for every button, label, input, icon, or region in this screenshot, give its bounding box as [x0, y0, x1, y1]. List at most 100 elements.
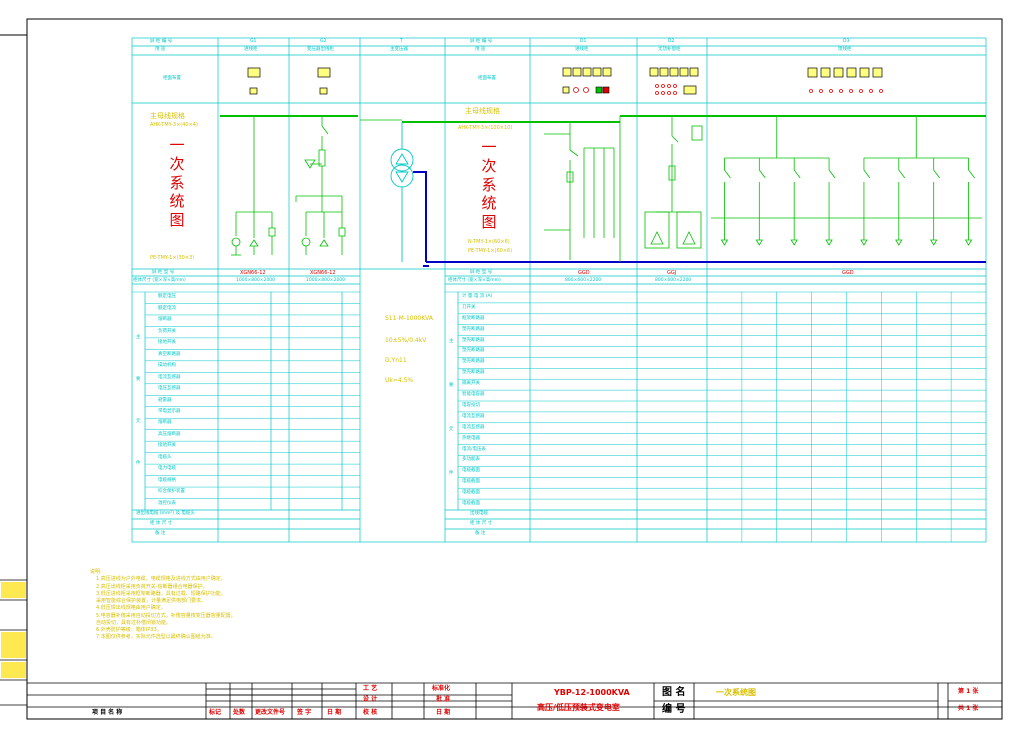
notes-title: 说明:: [90, 569, 102, 575]
hv-side-group: 要: [136, 377, 141, 382]
lv-busbar-spec: AHK-TMY-3×(100×10): [458, 125, 513, 131]
hv-row-label: 电缆头: [158, 454, 172, 460]
lv-row-label: 塑壳断路器: [462, 326, 485, 332]
hv-row-label: 电流互感器: [158, 374, 181, 380]
hdr-g1-usage: 进线柜: [244, 47, 258, 52]
note-item: 采用智能综合保护装置，计量满足供电部门要求。: [96, 598, 207, 604]
hv-row-label: 高压熔断器: [158, 431, 181, 437]
lv-row-label: 电缆截面: [462, 501, 480, 507]
lv-d1-size: 800×600×2200: [565, 278, 602, 283]
std-row-approve: 批 准: [436, 696, 451, 703]
hdr-col-t: T: [400, 39, 403, 44]
lv-big-char: 一: [481, 138, 497, 156]
hv-row-label: 负荷开关: [158, 328, 176, 334]
lv-row-label: 电缆截面: [462, 468, 480, 474]
project-name-label: 项 目 名 称: [92, 709, 123, 716]
hv-row-label: 温控仪表: [158, 500, 176, 506]
hv-row-label: 带电显示器: [158, 408, 181, 414]
hdr-col-d3: D3: [843, 39, 850, 44]
lv-row-label: 塑壳断路器: [462, 337, 485, 343]
hv-side-group: 元: [136, 419, 141, 424]
hdr-d3-usage: 馈线柜: [838, 47, 852, 52]
front-layout-label: 柜面布置: [163, 76, 181, 81]
lv-row-label: 电流互感器: [462, 413, 485, 419]
product-model: YBP-12-1000KVA: [554, 688, 630, 697]
hv-big-char: 系: [169, 173, 185, 192]
lv-n-spec: N-TMY-1×(60×6): [468, 239, 510, 245]
lv-busbar-label: 主母线规格: [465, 107, 500, 115]
drawing-no-label: 编 号: [662, 704, 686, 715]
hv-cable-label: 进出线电缆 (mm²) 及 电缆头: [136, 511, 195, 516]
lv-d2-model: GGJ: [667, 270, 677, 276]
lv-side-group: 元: [449, 427, 454, 432]
front-layout-label-r: 柜面布置: [478, 76, 496, 81]
hdr-g2-usage: 变压器出线柜: [307, 47, 334, 52]
lv-row-label: 电流互感器: [462, 424, 485, 430]
design-row-design: 设 计: [363, 696, 378, 703]
lv-big-char: 次: [481, 156, 497, 175]
left-side-strip: [0, 580, 27, 719]
hdr-usage-label-r: 用 途: [475, 47, 486, 52]
lv-big-title: 一 次 系 统 图: [479, 138, 499, 232]
design-row-check: 校 核: [363, 709, 378, 716]
lv-model-label: 屏 柜 型 号: [470, 270, 493, 275]
note-item: 3.低压进线柜采用框架断路器，具有过载、短路保护功能。: [96, 590, 226, 597]
hv-row-label: 熔断器: [158, 420, 172, 426]
lv-row-label: 框架断路器: [462, 315, 485, 321]
hv-row-label: 接地开关: [158, 340, 176, 346]
lv-big-char: 统: [481, 194, 497, 213]
note-item: 6.外壳防护等级：箱体IP33。: [96, 627, 162, 633]
hv-dims-label: 柜 体 尺 寸: [150, 521, 173, 526]
hdr-usage-label: 用 途: [155, 47, 166, 52]
hdr-d2-usage: 无功补偿柜: [658, 47, 681, 52]
note-item: 自动投切，具有过补偿闭锁功能。: [96, 619, 172, 626]
hdr-col-g2: G2: [320, 39, 327, 44]
hv-row-label: 额定电流: [158, 305, 176, 311]
note-item: 5.电容器补偿采用自动投切方式，补偿容量按变压器容量配置。: [96, 612, 236, 619]
rev-header-count: 处数: [233, 709, 246, 716]
hv-busbar-label: 主母线规格: [150, 112, 185, 120]
tx-uk: Uk=4.5%: [385, 377, 414, 384]
lv-dims-label: 柜 体 尺 寸: [470, 521, 493, 526]
hdr-col-d1: D1: [580, 39, 587, 44]
lv-row-label: 刀开关: [462, 304, 476, 310]
hv-row-label: 接地开关: [158, 443, 176, 449]
rev-header-mark: 标记: [209, 709, 222, 716]
hv-big-char: 一: [169, 136, 185, 154]
hv-g1-model: XGN66-12: [240, 270, 266, 276]
lv-row-label: 隔离开关: [462, 381, 480, 387]
lv-row-label: 计 量 电 流 (A): [462, 293, 493, 299]
hdr-d1-usage: 进线柜: [575, 47, 589, 52]
tx-group: D,Yn11: [385, 357, 407, 364]
hv-row-label: 综合保护装置: [158, 489, 185, 495]
hdr-col-d2: D2: [668, 39, 675, 44]
note-item: 2.高压出线柜采用负荷开关-熔断器组合电器保护。: [96, 583, 208, 590]
hv-g2-model: XGN66-12: [310, 270, 336, 276]
hv-g2-size: 1000×800×2000: [306, 278, 346, 283]
hv-row-label: 真空断路器: [158, 351, 181, 357]
notes: 说明: 1.高压进线为户外电缆，电缆规格及进线方式由用户确定。2.高压出线柜采用…: [90, 569, 236, 642]
panel-front-devices: [247, 67, 883, 95]
hv-row-label: 额定电压: [158, 294, 176, 300]
drawing-name: 一次系统图: [716, 688, 756, 697]
hv-big-char: 次: [169, 154, 185, 173]
drawing-name-label: 图 名: [662, 687, 686, 698]
lv-row-label: 电流/电压表: [462, 446, 487, 452]
lv-row-label: 热继电器: [462, 435, 480, 441]
lv-size-label: 柜体尺寸 (宽×深×高mm): [448, 278, 501, 283]
std-row-date: 日 期: [436, 709, 451, 716]
hv-model-label: 屏 柜 型 号: [152, 270, 175, 275]
lv-d1-model: GGD: [578, 270, 590, 276]
lv-total-label: 出线电缆: [470, 511, 488, 516]
product-name: 高压/低压预装式变电室: [537, 703, 620, 712]
lv-big-char: 系: [481, 175, 497, 194]
lv-side-group: 主: [449, 339, 454, 344]
hv-row-label: 电压互感器: [158, 386, 181, 392]
lv-row-label: 多功能表: [462, 457, 480, 463]
notes-items: 1.高压进线为户外电缆，电缆规格及进线方式由用户确定。2.高压出线柜采用负荷开关…: [96, 576, 236, 641]
rev-header-doc: 更改文件号: [255, 709, 286, 716]
note-item: 7.本图仅供参考，实际元件选型以最终确认图纸为准。: [96, 634, 216, 641]
lv-side-group: 要: [449, 383, 454, 388]
